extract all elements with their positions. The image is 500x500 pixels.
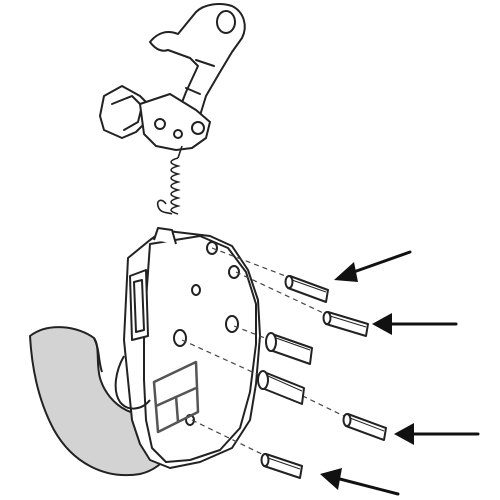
lever-arm [149,3,246,127]
housing-hole-4 [225,315,239,333]
pivot-pin [191,121,205,135]
roll-pin-2 [322,311,369,337]
roll-pin-4 [260,453,303,479]
hook-housing [114,227,261,469]
assembly-guide-lines [181,247,353,459]
return-spring [156,145,183,215]
spacer-bushing-2 [257,370,305,405]
arrow-roll-pin-1 [334,250,412,282]
housing-hole-2 [228,265,240,279]
arrow-roll-pin-4 [320,468,400,496]
arrow-roll-pin-3 [394,423,480,445]
latch-lever-assembly [99,3,246,151]
arrow-roll-pin-2 [372,313,458,335]
lever-ring-hole [216,10,236,34]
roll-pin-3 [342,413,387,441]
pivot-plate [139,93,211,151]
housing-hole-5 [173,329,187,347]
housing-hole-3 [191,284,201,296]
housing-window-mark [152,360,200,434]
roll-pin-1 [284,275,329,303]
spacer-bushing-1 [265,332,313,365]
lever-grip [99,85,151,139]
